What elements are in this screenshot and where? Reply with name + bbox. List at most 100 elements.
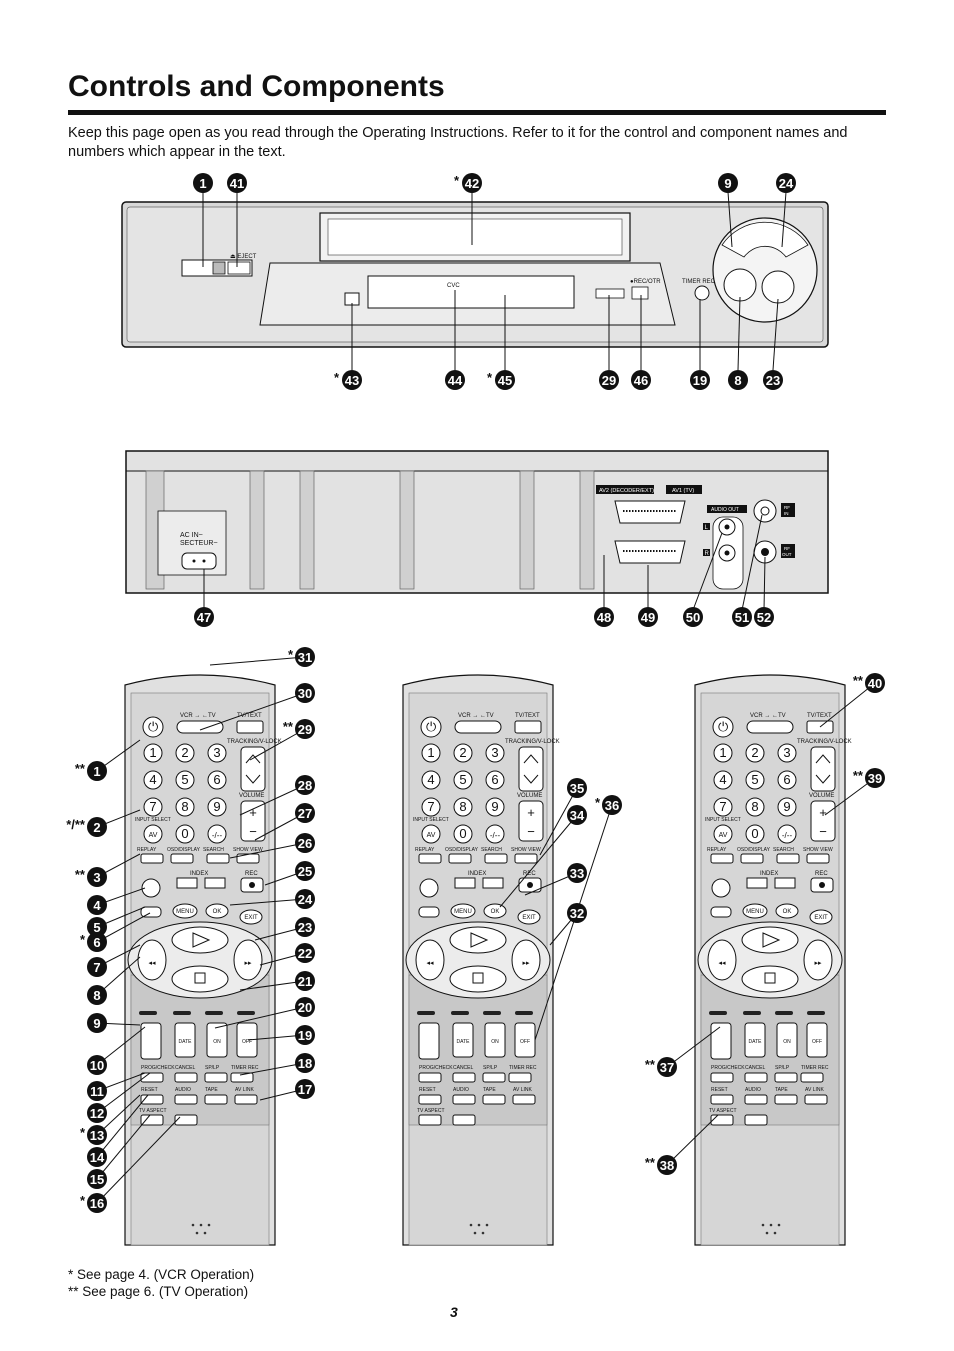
remote-middle-updown-button[interactable] [418,1022,440,1060]
remote-left-stop-button[interactable] [171,965,229,993]
remote-right-power-button[interactable] [712,716,734,738]
remote-right-sp_lp-button[interactable] [774,1072,798,1083]
remote-left-tv-aspect-button[interactable] [140,1114,164,1126]
remote-left-color-key-0[interactable] [139,1011,157,1015]
remote-left-pause-button[interactable] [140,906,162,918]
remote-left-key-10[interactable] [207,824,227,844]
remote-left-key-3[interactable] [143,770,163,790]
remote-left-color-key-1[interactable] [173,1011,191,1015]
remote-right-key-3[interactable] [713,770,733,790]
remote-left-timer_rec-button[interactable] [230,1072,254,1083]
remote-middle-pause-button[interactable] [418,906,440,918]
remote-left-key-9[interactable] [175,824,195,844]
remote-right-key-0[interactable] [713,743,733,763]
remote-right-menu-button[interactable] [742,903,768,919]
remote-right-prog_check-button[interactable] [710,1072,734,1083]
remote-left-key-8[interactable] [207,797,227,817]
remote-right-show_view-button[interactable] [806,853,830,864]
remote-right-key-10[interactable] [777,824,797,844]
remote-middle-key-4[interactable] [453,770,473,790]
remote-left-index-prev-button[interactable] [176,877,198,889]
remote-right-color-key-3[interactable] [807,1011,825,1015]
remote-right-key-8[interactable] [777,797,797,817]
remote-left-menu-button[interactable] [172,903,198,919]
remote-right-updown-button[interactable] [710,1022,732,1060]
remote-middle-av-button[interactable] [421,824,441,844]
remote-left-extra-button[interactable] [174,1114,198,1126]
remote-right-index-prev-button[interactable] [746,877,768,889]
remote-middle-round-button[interactable] [419,878,439,898]
remote-middle-key-3[interactable] [421,770,441,790]
remote-middle-index-next-button[interactable] [482,877,504,889]
remote-middle-sp_lp-button[interactable] [482,1072,506,1083]
remote-right-key-1[interactable] [745,743,765,763]
remote-left-show_view-button[interactable] [236,853,260,864]
remote-left-audio-button[interactable] [174,1094,198,1105]
remote-left-date-button[interactable] [174,1022,196,1058]
remote-right-key-5[interactable] [777,770,797,790]
remote-left-play-button[interactable] [171,926,229,954]
remote-right-key-7[interactable] [745,797,765,817]
remote-middle-exit-button[interactable] [517,909,541,925]
remote-middle-prog_check-button[interactable] [418,1072,442,1083]
remote-middle-ffwd-button[interactable] [511,939,541,981]
remote-middle-key-5[interactable] [485,770,505,790]
remote-middle-av_link-button[interactable] [512,1094,536,1105]
remote-left-search-button[interactable] [206,853,230,864]
remote-left-off-button[interactable] [236,1022,258,1058]
remote-right-replay-button[interactable] [710,853,734,864]
remote-left-updown-button[interactable] [140,1022,162,1060]
remote-left-key-5[interactable] [207,770,227,790]
remote-middle-osd-button[interactable] [448,853,472,864]
remote-right-index-next-button[interactable] [774,877,796,889]
remote-left-color-key-2[interactable] [205,1011,223,1015]
remote-middle-replay-button[interactable] [418,853,442,864]
remote-right-color-key-2[interactable] [775,1011,793,1015]
remote-middle-color-key-0[interactable] [417,1011,435,1015]
remote-middle-on-button[interactable] [484,1022,506,1058]
remote-right-off-button[interactable] [806,1022,828,1058]
remote-right-tv-aspect-button[interactable] [710,1114,734,1126]
remote-left-cancel-button[interactable] [174,1072,198,1083]
remote-middle-rewind-button[interactable] [415,939,445,981]
remote-middle-key-0[interactable] [421,743,441,763]
remote-left-rewind-button[interactable] [137,939,167,981]
remote-right-key-9[interactable] [745,824,765,844]
remote-right-on-button[interactable] [776,1022,798,1058]
remote-right-key-2[interactable] [777,743,797,763]
remote-left-on-button[interactable] [206,1022,228,1058]
remote-right-ffwd-button[interactable] [803,939,833,981]
remote-left-sp_lp-button[interactable] [204,1072,228,1083]
remote-right-play-button[interactable] [741,926,799,954]
remote-left-round-button[interactable] [141,878,161,898]
remote-left-ok-button[interactable] [205,903,229,919]
remote-left-key-6[interactable] [143,797,163,817]
remote-middle-color-key-3[interactable] [515,1011,533,1015]
remote-middle-key-2[interactable] [485,743,505,763]
remote-right-vcr-tv-switch[interactable] [746,720,794,734]
remote-middle-search-button[interactable] [484,853,508,864]
remote-middle-key-6[interactable] [421,797,441,817]
remote-middle-play-button[interactable] [449,926,507,954]
remote-left-key-4[interactable] [175,770,195,790]
remote-middle-color-key-1[interactable] [451,1011,469,1015]
remote-left-tracking-rocker[interactable] [240,746,266,792]
remote-right-color-key-0[interactable] [709,1011,727,1015]
remote-right-ok-button[interactable] [775,903,799,919]
remote-middle-show_view-button[interactable] [514,853,538,864]
remote-left-exit-button[interactable] [239,909,263,925]
remote-left-tape-button[interactable] [204,1094,228,1105]
remote-right-key-6[interactable] [713,797,733,817]
remote-middle-audio-button[interactable] [452,1094,476,1105]
remote-right-av_link-button[interactable] [804,1094,828,1105]
remote-left-tv-text-button[interactable] [236,720,264,734]
remote-middle-cancel-button[interactable] [452,1072,476,1083]
remote-right-extra-button[interactable] [744,1114,768,1126]
remote-right-volume-rocker[interactable] [810,800,836,842]
remote-middle-volume-rocker[interactable] [518,800,544,842]
remote-right-tape-button[interactable] [774,1094,798,1105]
remote-left-power-button[interactable] [142,716,164,738]
remote-middle-date-button[interactable] [452,1022,474,1058]
remote-middle-key-7[interactable] [453,797,473,817]
remote-right-search-button[interactable] [776,853,800,864]
